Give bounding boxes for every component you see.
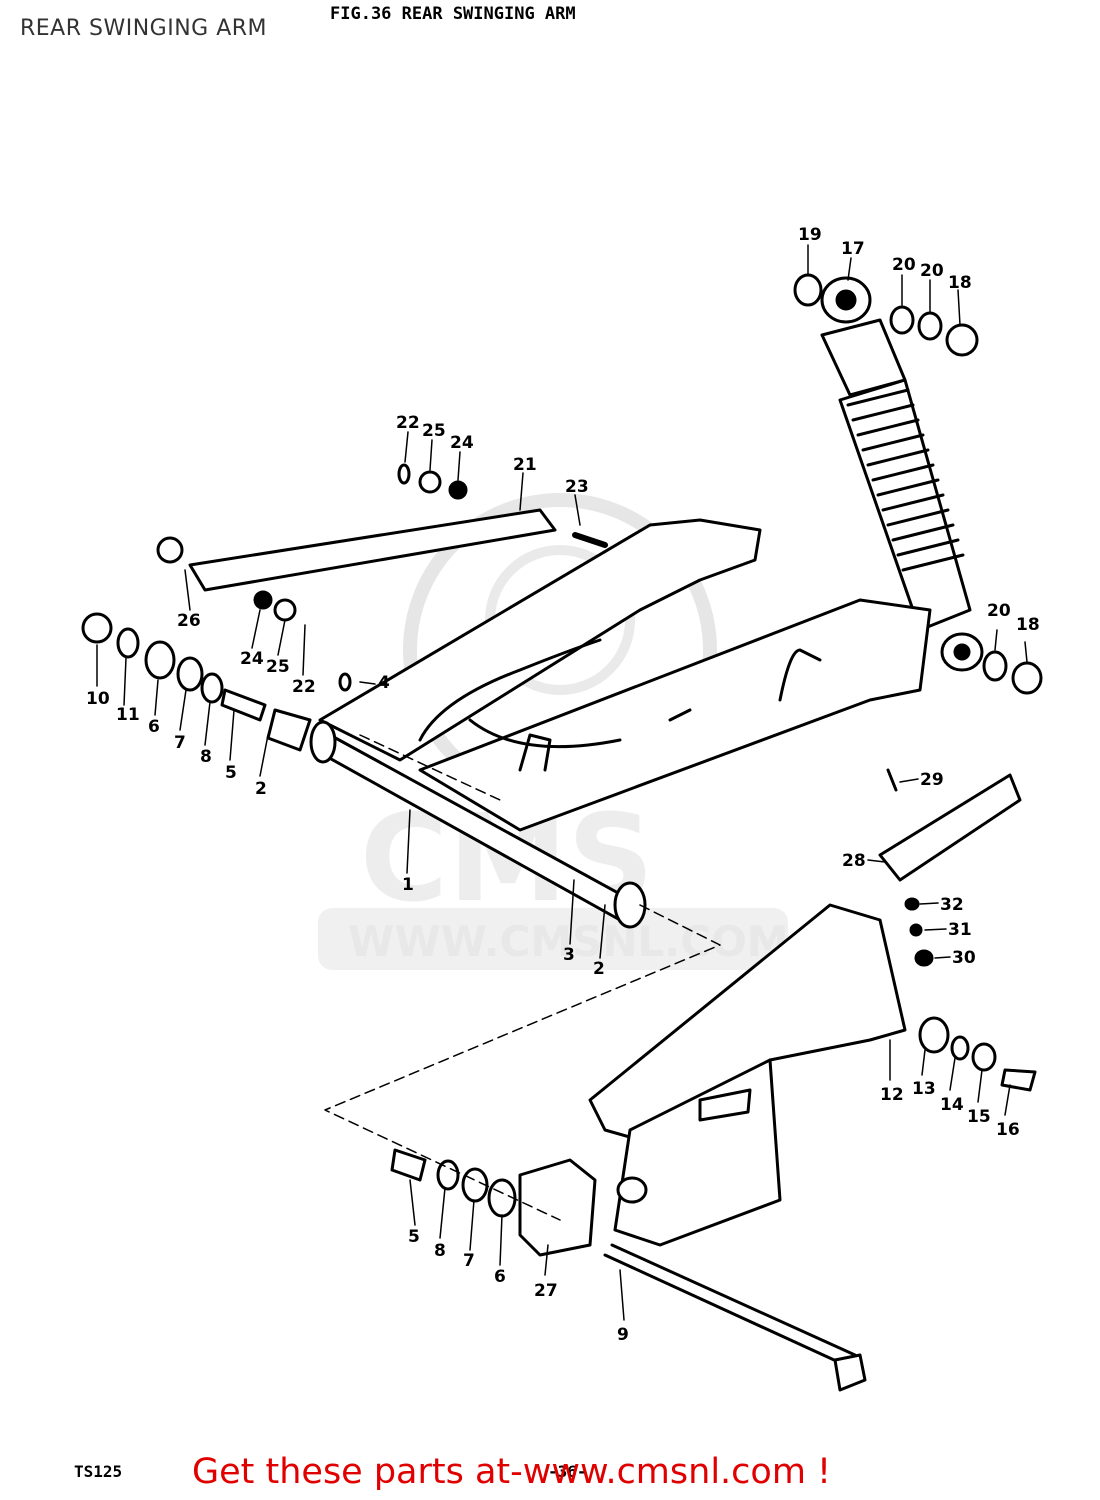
lower-bushes [390,1148,597,1257]
callout-30: 30 [952,948,976,968]
page-number: -36- [548,1462,587,1481]
callout-24: 24 [450,433,474,453]
callout-2: 2 [593,959,605,979]
callout-31: 31 [948,920,972,940]
assembly-guide-lines [324,734,721,1221]
callout-12: 12 [880,1085,904,1105]
callout-14: 14 [940,1095,964,1115]
callout-10: 10 [86,689,110,709]
callout-18: 18 [1016,615,1040,635]
callout-22: 22 [292,677,316,697]
callout-21: 21 [513,455,537,475]
figure-title: FIG.36 REAR SWINGING ARM [330,4,576,24]
callout-20: 20 [892,255,916,275]
callout-26: 26 [177,611,201,631]
callout-labels: 19 17 20 20 18 22 25 24 21 23 26 24 25 2… [86,225,1040,1345]
pivot-hardware-left [81,612,312,752]
callout-9: 9 [617,1325,629,1345]
watermark-url: WWW.CMSNL.COM [348,917,789,966]
callout-5: 5 [408,1227,420,1247]
callout-15: 15 [967,1107,991,1127]
callout-25: 25 [266,657,290,677]
callout-27: 27 [534,1281,558,1301]
callout-24: 24 [240,649,264,669]
callout-19: 19 [798,225,822,245]
callout-11: 11 [116,705,140,725]
callout-7: 7 [174,733,186,753]
chain-guard [878,773,1022,882]
callout-20: 20 [920,261,944,281]
callout-3: 3 [563,945,575,965]
callout-28: 28 [842,851,866,871]
shock-washers [793,273,1043,695]
promo-link[interactable]: Get these parts at-www.cmsnl.com ! [192,1452,832,1492]
model-code: TS125 [74,1462,123,1481]
callout-17: 17 [841,239,865,259]
callout-23: 23 [565,477,589,497]
rear-shock-absorber [820,276,984,672]
callout-32: 32 [940,895,964,915]
swinging-arm [309,518,932,929]
callout-4: 4 [378,673,390,693]
callout-13: 13 [912,1079,936,1099]
callout-29: 29 [920,770,944,790]
torque-link [156,508,608,592]
leader-lines [96,244,1028,1321]
pivot-hardware-right [918,1016,1037,1092]
callout-6: 6 [148,717,160,737]
callout-6: 6 [494,1267,506,1287]
callout-5: 5 [225,763,237,783]
callout-20: 20 [987,601,1011,621]
callout-2: 2 [255,779,267,799]
chain-case [588,903,907,1247]
callout-1: 1 [402,875,414,895]
callout-25: 25 [422,421,446,441]
callout-7: 7 [463,1251,475,1271]
callout-8: 8 [200,747,212,767]
small-fasteners [253,463,934,967]
pivot-bolt [603,1243,867,1392]
page-title: REAR SWINGING ARM [20,16,268,41]
callout-18: 18 [948,273,972,293]
callout-8: 8 [434,1241,446,1261]
callout-22: 22 [396,413,420,433]
callout-16: 16 [996,1120,1020,1140]
